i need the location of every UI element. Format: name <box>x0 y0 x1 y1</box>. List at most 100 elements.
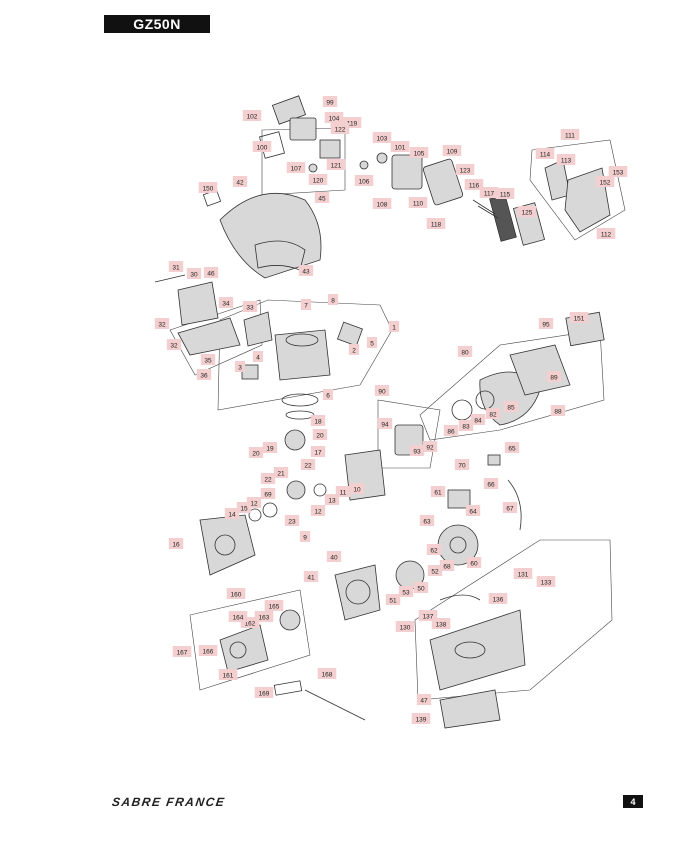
callout-21: 21 <box>273 467 289 478</box>
callout-53: 53 <box>398 586 414 597</box>
callout-label: 63 <box>423 518 431 525</box>
callout-label: 101 <box>395 144 406 151</box>
callout-label: 68 <box>443 563 451 570</box>
callout-label: 61 <box>434 489 442 496</box>
cylinder-assembly <box>241 321 363 451</box>
callout-115: 115 <box>495 188 515 199</box>
callout-139: 139 <box>411 713 431 724</box>
callout-84: 84 <box>470 414 486 425</box>
callout-label: 113 <box>561 157 572 164</box>
callout-105: 105 <box>409 147 429 158</box>
callout-168: 168 <box>317 668 337 679</box>
callout-label: 35 <box>204 357 212 364</box>
callout-163: 163 <box>254 611 274 622</box>
callout-label: 11 <box>340 489 347 496</box>
callout-107: 107 <box>286 162 306 173</box>
callout-label: 106 <box>359 178 370 185</box>
callout-99: 99 <box>322 96 338 107</box>
callout-label: 122 <box>335 126 346 133</box>
callout-33: 33 <box>242 301 258 312</box>
callout-4: 4 <box>252 351 264 362</box>
callout-label: 112 <box>601 231 612 238</box>
callout-106: 106 <box>354 175 374 186</box>
callout-label: 9 <box>303 534 307 541</box>
callout-label: 41 <box>307 574 315 581</box>
callout-label: 137 <box>423 613 434 620</box>
callout-42: 42 <box>232 176 248 187</box>
callout-label: 169 <box>259 690 270 697</box>
callout-13: 13 <box>324 494 340 505</box>
callout-label: 84 <box>474 417 482 424</box>
callout-label: 16 <box>172 541 180 548</box>
callout-136: 136 <box>488 593 508 604</box>
callout-label: 1 <box>392 324 396 331</box>
callout-89: 89 <box>546 371 562 382</box>
callout-label: 30 <box>190 271 198 278</box>
callout-104: 104 <box>324 112 344 123</box>
callout-30: 30 <box>186 268 202 279</box>
callout-16: 16 <box>168 538 184 549</box>
callout-51: 51 <box>385 594 401 605</box>
callout-label: 2 <box>352 347 356 354</box>
callout-45: 45 <box>314 192 330 203</box>
callout-62: 62 <box>426 544 442 555</box>
callout-label: 14 <box>228 511 236 518</box>
callout-label: 45 <box>318 195 326 202</box>
callout-label: 51 <box>389 597 397 604</box>
callout-31: 31 <box>168 261 184 272</box>
callout-label: 86 <box>447 428 455 435</box>
callout-label: 22 <box>304 462 312 469</box>
callout-18: 18 <box>310 415 326 426</box>
callout-32: 32 <box>154 318 170 329</box>
callout-label: 116 <box>469 182 480 189</box>
callout-82: 82 <box>485 408 501 419</box>
callout-label: 36 <box>200 372 208 379</box>
callout-label: 94 <box>381 421 389 428</box>
callout-label: 125 <box>522 209 533 216</box>
callout-130: 130 <box>395 621 415 632</box>
callout-93: 93 <box>409 445 425 456</box>
callout-151: 151 <box>569 312 589 323</box>
callout-label: 67 <box>506 505 514 512</box>
callout-108: 108 <box>372 198 392 209</box>
callout-label: 152 <box>600 179 611 186</box>
callout-label: 168 <box>322 671 333 678</box>
callout-153: 153 <box>608 166 628 177</box>
callout-label: 64 <box>469 508 477 515</box>
callout-10: 10 <box>349 483 365 494</box>
callout-63: 63 <box>419 515 435 526</box>
callout-60: 60 <box>466 557 482 568</box>
fuel-tank-lower <box>429 594 526 729</box>
callout-86: 86 <box>443 425 459 436</box>
callout-9: 9 <box>299 531 311 542</box>
callout-40: 40 <box>326 551 342 562</box>
model-title: GZ50N <box>104 15 210 33</box>
callout-label: 93 <box>413 448 421 455</box>
callout-119: 119 <box>342 117 362 128</box>
callout-1: 1 <box>388 321 400 332</box>
callout-label: 32 <box>158 321 166 328</box>
callout-label: 33 <box>246 304 254 311</box>
callout-label: 108 <box>377 201 388 208</box>
callout-label: 20 <box>252 450 260 457</box>
callout-label: 5 <box>370 340 374 347</box>
callout-35: 35 <box>200 354 216 365</box>
callout-label: 161 <box>223 672 234 679</box>
callout-101: 101 <box>390 141 410 152</box>
callout-label: 52 <box>431 568 439 575</box>
callout-137: 137 <box>418 610 438 621</box>
callout-160: 160 <box>226 588 246 599</box>
callout-95: 95 <box>538 318 554 329</box>
callout-label: 65 <box>508 445 516 452</box>
callout-34: 34 <box>218 297 234 308</box>
clutch-housing <box>334 564 381 621</box>
callout-label: 69 <box>264 491 272 498</box>
callout-162: 162 <box>240 617 260 628</box>
callout-label: 100 <box>257 144 268 151</box>
callout-133: 133 <box>536 576 556 587</box>
callout-20: 20 <box>248 447 264 458</box>
callout-36: 36 <box>196 369 212 380</box>
callout-label: 114 <box>540 151 551 158</box>
callout-61: 61 <box>430 486 446 497</box>
